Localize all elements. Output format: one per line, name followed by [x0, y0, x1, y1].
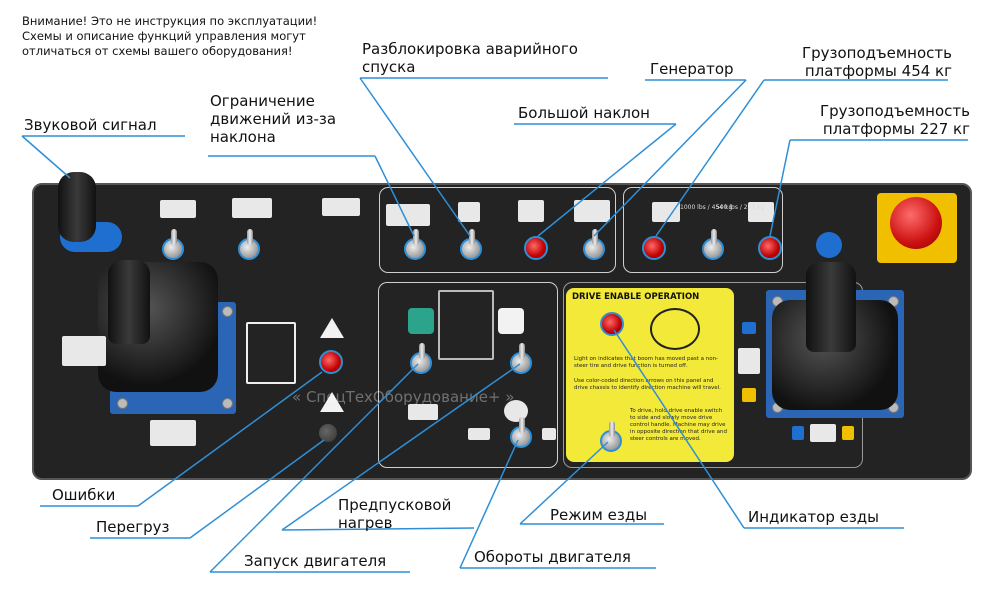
- drive-indicator-leader: [613, 329, 745, 529]
- platform-rotate-icon: [160, 200, 196, 218]
- label-overload: Перегруз: [96, 518, 170, 536]
- drive-enable-plate: [566, 288, 734, 462]
- emergency-descent-icon: [574, 200, 610, 222]
- label-engine-rpm: Обороты двигателя: [474, 548, 631, 566]
- tilt-restriction-leader: [374, 155, 415, 237]
- engine-rpm-toggle[interactable]: [510, 417, 532, 448]
- scissor-lift-icon: [438, 290, 494, 360]
- generator-leader: [593, 79, 747, 237]
- subpanel-capacity: [623, 187, 783, 273]
- capacity-227-icon: [748, 202, 774, 222]
- preheat-toggle[interactable]: [510, 343, 532, 374]
- label-drive-mode: Режим езды: [550, 506, 648, 524]
- disclaimer-line-1: Внимание! Это не инструкция по эксплуата…: [22, 14, 318, 28]
- horn-leader: [21, 135, 71, 179]
- drive-mode-toggle[interactable]: [600, 421, 622, 452]
- capacity-227-plate-text: 500 lbs / 227 kg: [716, 204, 765, 211]
- capacity-toggle[interactable]: [702, 229, 724, 260]
- left-joystick-handle[interactable]: [108, 260, 150, 344]
- fuel-select-icon: [408, 404, 438, 420]
- preheat-icon: [498, 308, 524, 334]
- capacity-454-plate-text: 1000 lbs / 454 kg: [680, 204, 733, 211]
- tachometer-icon: [504, 400, 528, 422]
- engine-start-icon: [408, 308, 434, 334]
- capacity-454-led: [642, 236, 666, 260]
- capacity-454-icon: [652, 202, 680, 222]
- turtle-icon: [468, 428, 490, 440]
- arrow-down-icon: [742, 388, 756, 402]
- disclaimer-line-3: отличаться от схемы вашего оборудования!: [22, 44, 293, 58]
- disclaimer-note: Внимание! Это не инструкция по эксплуата…: [22, 14, 342, 59]
- drive-enable-text-1: Light on indicates that boom has moved p…: [574, 356, 719, 369]
- turntable-rotate-icon: [62, 336, 106, 366]
- overload-warning-icon: [320, 392, 344, 412]
- big-tilt-led: [524, 236, 548, 260]
- generator-icon: [458, 202, 480, 222]
- label-emergency-unlock: Разблокировка аварийного спуска: [362, 40, 578, 76]
- horn-handle[interactable]: [58, 172, 96, 242]
- preheat-leader: [281, 363, 521, 531]
- screw: [117, 398, 128, 409]
- label-capacity-454: Грузоподъемность платформы 454 кг: [801, 44, 952, 80]
- label-errors: Ошибки: [52, 486, 116, 504]
- drive-enable-pictogram: [650, 308, 700, 350]
- capacity-454-leader: [655, 79, 765, 237]
- watermark: « СпецТехОборудование+ »: [292, 388, 515, 406]
- drive-enable-text-2: Use color-coded direction arrows on this…: [574, 378, 721, 391]
- big-tilt-icon: [518, 200, 544, 222]
- overload-leader: [189, 439, 325, 539]
- generator-toggle[interactable]: [460, 229, 482, 260]
- emergency-unlock-toggle[interactable]: [583, 229, 605, 260]
- drive-mode-leader: [519, 441, 609, 525]
- drive-indicator-led: [600, 312, 624, 336]
- steer-diagram-icon: [246, 322, 296, 384]
- preheat-underline: [281, 527, 475, 531]
- capacity-227-leader: [769, 139, 791, 237]
- boom-lift-icon: [150, 420, 196, 446]
- errors-led: [319, 350, 343, 374]
- engine-start-toggle[interactable]: [410, 343, 432, 374]
- big-tilt-leader: [537, 123, 677, 237]
- rabbit-icon: [542, 428, 556, 440]
- chassis-icon: [738, 348, 760, 374]
- arrow-right-icon: [842, 426, 854, 440]
- platform-rotate-toggle[interactable]: [162, 229, 184, 260]
- subpanel-engine: [378, 282, 558, 468]
- steer-chassis-icon: [810, 424, 836, 442]
- engine-rpm-leader: [459, 439, 519, 569]
- capacity-227-led: [758, 236, 782, 260]
- label-drive-indicator: Индикатор езды: [748, 508, 880, 526]
- boom-extend-icon: [322, 198, 360, 216]
- drive-enable-title: DRIVE ENABLE OPERATION: [572, 292, 700, 302]
- arrow-left-icon: [792, 426, 804, 440]
- label-tilt-restriction: Ограничение движений из-за наклона: [210, 92, 337, 146]
- subpanel-tilt: [379, 187, 616, 273]
- screw: [222, 398, 233, 409]
- tilt-restriction-icon: [386, 204, 430, 226]
- disclaimer-line-2: Схемы и описание функций управления могу…: [22, 29, 306, 43]
- label-generator: Генератор: [650, 60, 734, 78]
- tilt-restriction-toggle[interactable]: [404, 229, 426, 260]
- jib-icon: [232, 198, 272, 218]
- emergency-stop-button[interactable]: [890, 197, 942, 249]
- emergency-unlock-leader: [359, 77, 471, 237]
- warning-icon: [320, 318, 344, 338]
- label-horn: Звуковой сигнал: [24, 116, 157, 134]
- screw: [222, 306, 233, 317]
- right-joystick-handle[interactable]: [806, 262, 856, 352]
- engine-start-leader: [209, 363, 419, 573]
- label-preheat: Предпусковой нагрев: [338, 496, 452, 532]
- label-big-tilt: Большой наклон: [518, 104, 650, 122]
- label-engine-start: Запуск двигателя: [244, 552, 387, 570]
- errors-leader: [137, 371, 323, 507]
- arrow-up-icon: [742, 322, 756, 334]
- blue-function-button[interactable]: [816, 232, 842, 258]
- overload-led: [319, 424, 337, 442]
- jib-toggle[interactable]: [238, 229, 260, 260]
- label-capacity-227: Грузоподъемность платформы 227 кг: [819, 102, 970, 138]
